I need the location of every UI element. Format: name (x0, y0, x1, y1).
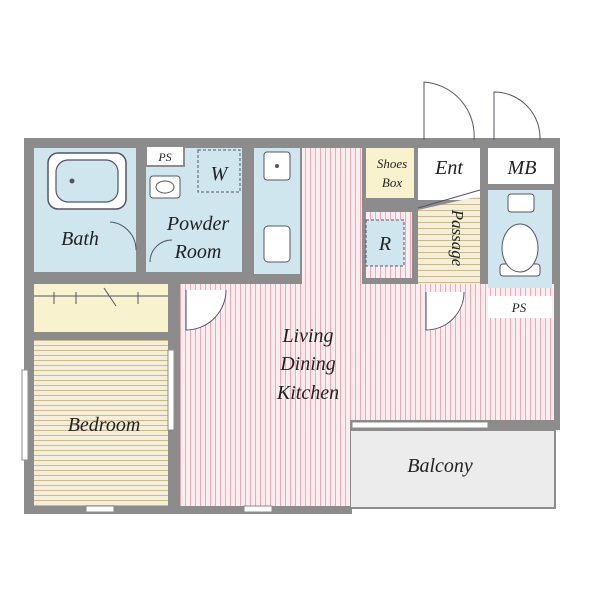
ps-right-label: PS (511, 300, 527, 315)
toilet-bowl-icon (501, 223, 539, 273)
shoes-box-label-line1: Shoes (377, 156, 407, 171)
shoes-box-label-line2: Box (382, 175, 402, 190)
bedroom (34, 340, 168, 506)
meter-box-label: MB (507, 157, 537, 179)
ldk-door-icon (185, 289, 227, 331)
ldk-label-line2: Dining (279, 353, 336, 375)
passage-door-icon (425, 291, 465, 331)
ldk-upper (302, 148, 362, 284)
balcony-label: Balcony (407, 455, 473, 477)
entrance-door-arc (423, 81, 475, 141)
shoes-box (366, 148, 414, 198)
washer-icon (197, 149, 241, 193)
bath-door-icon (109, 221, 137, 251)
sink-icon (149, 175, 181, 199)
sink-bowl-icon (155, 180, 175, 194)
ldk-right (362, 284, 418, 294)
mb-door-arc (493, 91, 541, 141)
refrigerator-box (365, 219, 405, 267)
ps-top-label: PS (157, 150, 171, 164)
ldk-label-line3: Kitchen (276, 382, 339, 404)
powder-door-icon (149, 239, 173, 263)
step-line (417, 189, 481, 209)
stove-icon (263, 225, 291, 263)
entrance (418, 148, 480, 200)
ldk-lower (180, 420, 350, 506)
ps-top-box (145, 145, 185, 167)
passage-label: Passage (448, 209, 467, 267)
window-ldk-balcony (351, 421, 489, 429)
entrance-label: Ent (434, 157, 463, 179)
refrigerator-label: R (378, 233, 391, 255)
bathtub-inner (55, 159, 119, 203)
faucet-icon (275, 164, 279, 168)
meter-box (488, 148, 554, 184)
window-bedroom-inner (167, 349, 175, 431)
bathtub-drain-icon (69, 178, 75, 184)
washer-label: W (211, 163, 230, 185)
passage (418, 196, 480, 284)
toilet-sink-icon (507, 193, 535, 213)
powder-room-label-line2: Room (174, 241, 222, 263)
powder-room (146, 148, 242, 272)
window-ldk-bottom (243, 505, 273, 513)
closet-door-line3 (103, 287, 117, 307)
ps-right (488, 296, 552, 318)
powder-room-label-line1: Powder (166, 213, 229, 235)
bath-label: Bath (61, 228, 99, 250)
bedroom-label: Bedroom (68, 414, 141, 436)
ldk-label-line1: Living (281, 325, 333, 347)
window-bedroom-left (21, 369, 29, 461)
window-bedroom-bottom (85, 505, 115, 513)
closet (34, 284, 168, 332)
